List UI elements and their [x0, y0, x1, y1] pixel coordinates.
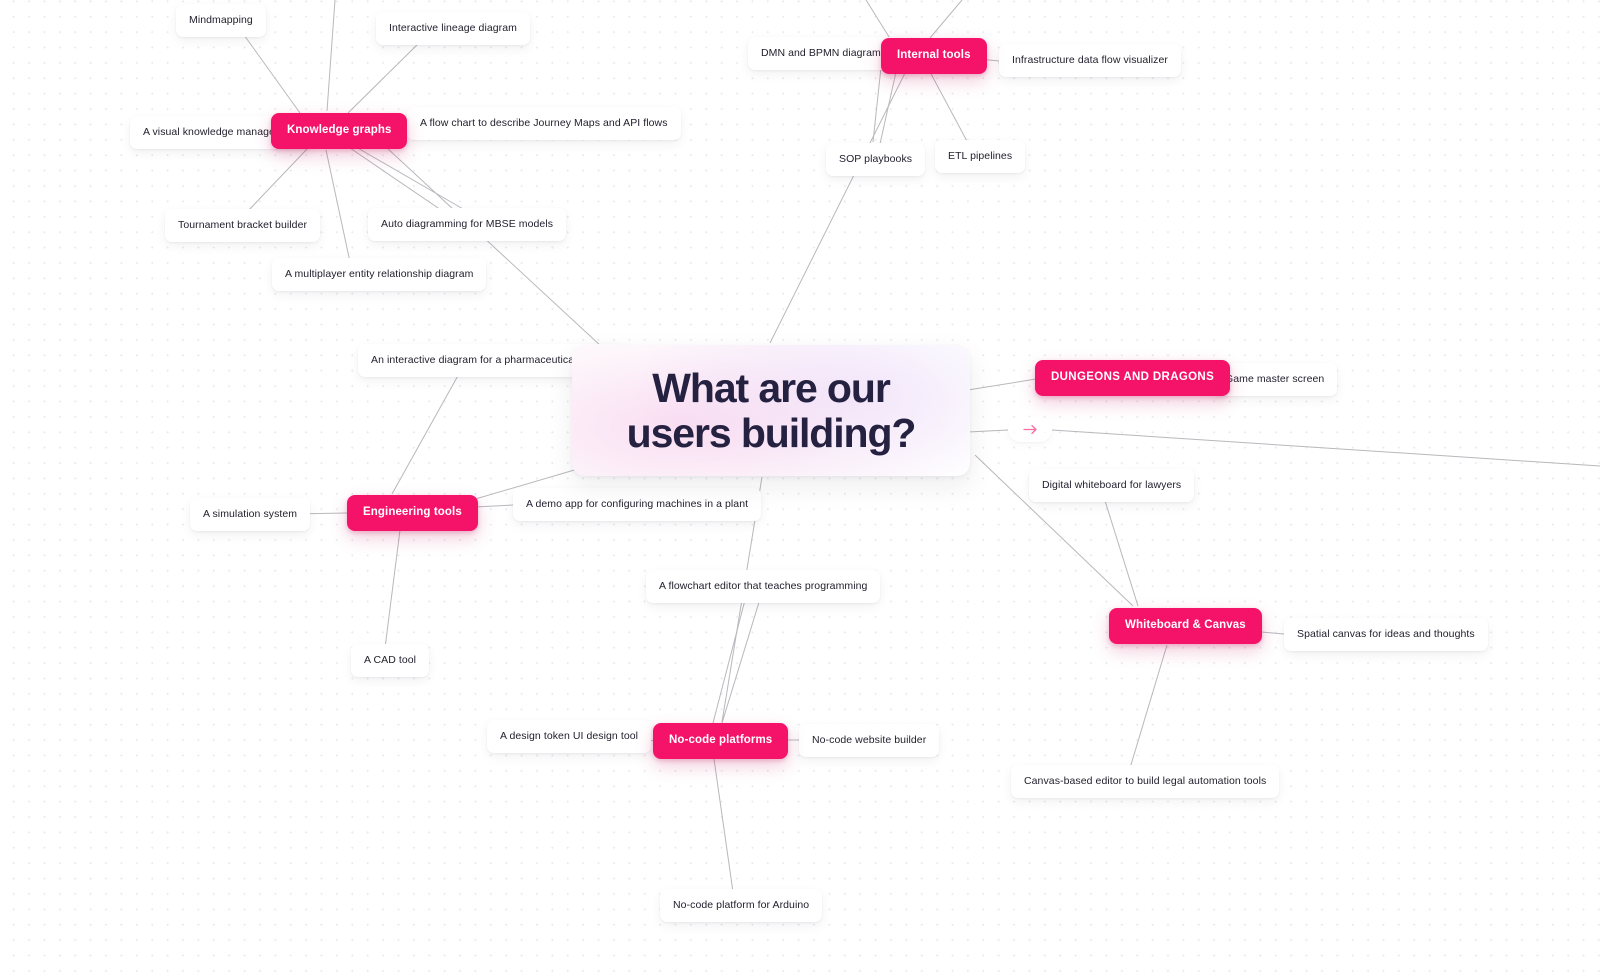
edge-et-cad-tool	[384, 529, 401, 649]
leaf-label: DMN and BPMN diagram edit	[761, 47, 902, 60]
leaf-card-digital-whiteboard-for-lawyers[interactable]: Digital whiteboard for lawyers	[1029, 469, 1195, 502]
leaf-card-tournament-bracket-builder[interactable]: Tournament bracket builder	[165, 209, 321, 242]
edge-kg-auto-diagramming	[349, 147, 445, 213]
leaf-card-multiplayer-entity-relationship-diagram[interactable]: A multiplayer entity relationship diagra…	[272, 258, 487, 291]
edge-wb-digital-lawyers	[1100, 487, 1139, 607]
edge-et-pharma	[391, 371, 461, 495]
leaf-card-cad-tool[interactable]: A CAD tool	[351, 644, 430, 677]
edge-kg-mindmapping	[243, 34, 301, 114]
edge-kg-multiplayer-erd	[325, 149, 351, 263]
edge-wb-canvas-legal	[1129, 644, 1168, 769]
leaf-card-interactive-lineage-diagram[interactable]: Interactive lineage diagram	[376, 12, 530, 45]
leaf-card-design-token-ui-design-tool[interactable]: A design token UI design tool	[487, 720, 652, 753]
center-node[interactable]: What are our users building?	[572, 345, 970, 476]
leaf-label: A design token UI design tool	[500, 730, 639, 743]
category-node-knowledge-graphs[interactable]: Knowledge graphs	[271, 113, 408, 149]
edge-it-offscreen-top-b	[929, 0, 963, 39]
category-label: Knowledge graphs	[287, 124, 392, 137]
edge-center-arrow-pill	[967, 429, 1009, 433]
edge-kg-auto-diagramming-b	[355, 146, 471, 214]
expand-arrow-pill[interactable]	[1008, 417, 1052, 442]
edge-it-sop-playbooks-b	[879, 71, 897, 145]
category-node-no-code-platforms[interactable]: No-code platforms	[653, 723, 789, 759]
category-node-engineering-tools[interactable]: Engineering tools	[347, 495, 478, 531]
leaf-label: A flow chart to describe Journey Maps an…	[420, 117, 668, 130]
leaf-label: Game master screen	[1225, 373, 1325, 386]
leaf-label: Spatial canvas for ideas and thoughts	[1297, 628, 1475, 641]
leaf-card-flow-chart-journey-maps[interactable]: A flow chart to describe Journey Maps an…	[407, 107, 681, 140]
edge-center-internal-tools	[769, 72, 906, 344]
leaf-label: Auto diagramming for MBSE models	[381, 218, 554, 231]
edge-nc-arduino	[713, 758, 734, 893]
category-label: Whiteboard & Canvas	[1125, 619, 1246, 632]
leaf-card-no-code-website-builder[interactable]: No-code website builder	[799, 724, 940, 757]
edge-it-offscreen-top-a	[865, 0, 892, 41]
leaf-label: Interactive lineage diagram	[389, 22, 517, 35]
center-node-title-line-1: What are our	[652, 365, 890, 412]
edge-center-knowledge-graphs	[386, 147, 603, 348]
edge-kg-tournament	[246, 147, 309, 213]
leaf-label: No-code platform for Arduino	[673, 899, 810, 912]
leaf-card-no-code-platform-for-arduino[interactable]: No-code platform for Arduino	[660, 889, 823, 922]
leaf-label: Digital whiteboard for lawyers	[1042, 479, 1182, 492]
edge-center-dungeons	[967, 378, 1037, 391]
leaf-card-spatial-canvas[interactable]: Spatial canvas for ideas and thoughts	[1284, 618, 1488, 651]
category-label: Engineering tools	[363, 506, 462, 519]
edge-it-sop-playbooks	[872, 57, 883, 143]
leaf-card-demo-app-configuring-machines[interactable]: A demo app for configuring machines in a…	[513, 488, 762, 521]
leaf-label: SOP playbooks	[839, 153, 913, 166]
leaf-card-game-master-screen[interactable]: Game master screen	[1212, 363, 1338, 396]
edge-kg-offscreen-top	[326, 0, 336, 112]
center-node-title-line-2: users building?	[626, 409, 917, 456]
leaf-label: Tournament bracket builder	[178, 219, 308, 232]
leaf-card-mindmapping[interactable]: Mindmapping	[176, 4, 266, 37]
leaf-card-infrastructure-data-flow-visualizer[interactable]: Infrastructure data flow visualizer	[999, 44, 1181, 77]
leaf-label: Mindmapping	[189, 14, 253, 27]
category-node-dungeons-and-dragons[interactable]: DUNGEONS AND DRAGONS	[1035, 360, 1231, 396]
category-node-whiteboard-canvas[interactable]: Whiteboard & Canvas	[1109, 608, 1262, 644]
edge-nc-flowchart-teaches	[712, 599, 746, 724]
category-label: Internal tools	[897, 49, 971, 62]
leaf-card-simulation-system[interactable]: A simulation system	[190, 498, 311, 531]
leaf-label: A CAD tool	[364, 654, 417, 667]
edge-it-etl-pipelines	[929, 71, 969, 144]
leaf-label: A simulation system	[203, 508, 298, 521]
leaf-label: A demo app for configuring machines in a…	[526, 498, 749, 511]
leaf-label: A multiplayer entity relationship diagra…	[285, 268, 474, 281]
leaf-label: Infrastructure data flow visualizer	[1012, 54, 1168, 67]
leaf-card-etl-pipelines[interactable]: ETL pipelines	[935, 140, 1026, 173]
leaf-card-canvas-based-legal-automation[interactable]: Canvas-based editor to build legal autom…	[1011, 765, 1280, 798]
arrow-right-icon	[1022, 424, 1038, 435]
leaf-label: Canvas-based editor to build legal autom…	[1024, 775, 1267, 788]
leaf-label: ETL pipelines	[948, 150, 1013, 163]
leaf-card-auto-diagramming-mbse[interactable]: Auto diagramming for MBSE models	[368, 208, 567, 241]
leaf-label: No-code website builder	[812, 734, 927, 747]
edge-nc-flowchart-teaches-b	[721, 598, 761, 724]
leaf-label: A visual knowledge management	[143, 126, 299, 139]
edge-arrow-pill-offscreen	[1051, 429, 1600, 467]
leaf-label: A flowchart editor that teaches programm…	[659, 580, 868, 593]
leaf-card-flowchart-editor-teaches-programming[interactable]: A flowchart editor that teaches programm…	[646, 570, 881, 603]
edge-kg-interactive-lineage	[347, 43, 419, 114]
category-node-internal-tools[interactable]: Internal tools	[881, 38, 987, 74]
category-label: No-code platforms	[669, 734, 773, 747]
leaf-label: An interactive diagram for a pharmaceuti…	[371, 354, 612, 367]
leaf-card-sop-playbooks[interactable]: SOP playbooks	[826, 143, 926, 176]
category-label: DUNGEONS AND DRAGONS	[1051, 371, 1215, 384]
